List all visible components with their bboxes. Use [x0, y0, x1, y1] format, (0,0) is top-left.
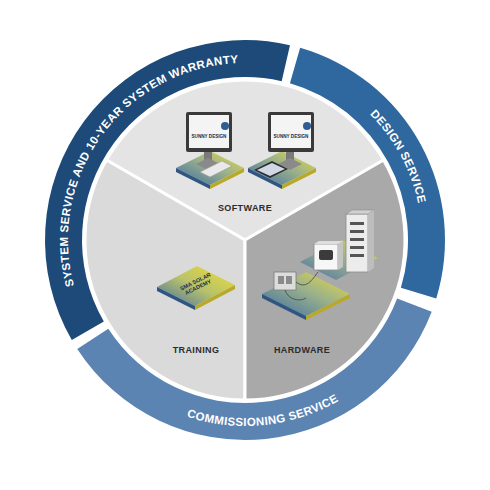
segment-title: TRAINING [173, 345, 220, 355]
segment-label-holder: HARDWARE [274, 339, 330, 357]
monitor [186, 112, 232, 177]
service-band-fill [77, 298, 431, 440]
screen-text: SUNNY DESIGN [273, 135, 309, 140]
segment-label-holder: SOFTWARE [218, 197, 272, 215]
screen-text-holder: SUNNY DESIGN [273, 135, 309, 140]
screen-text-holder: SUNNY DESIGN [191, 135, 227, 140]
monitor [254, 112, 314, 178]
card-text-holder: SMA SOLAR ACADEMY [179, 272, 215, 297]
band-title: COMMISSIONING SERVICE [186, 392, 340, 428]
segment-label-holder: TRAINING [173, 339, 220, 357]
software-tiles [176, 151, 316, 189]
segment-title: SOFTWARE [218, 203, 272, 213]
screen-text: SUNNY DESIGN [191, 135, 227, 140]
hardware-devices [262, 210, 378, 320]
card-text: SMA SOLAR ACADEMY [179, 272, 215, 297]
band-title-holder: COMMISSIONING SERVICE [186, 392, 340, 428]
academy-card [157, 266, 235, 310]
segment-title: HARDWARE [274, 345, 330, 355]
